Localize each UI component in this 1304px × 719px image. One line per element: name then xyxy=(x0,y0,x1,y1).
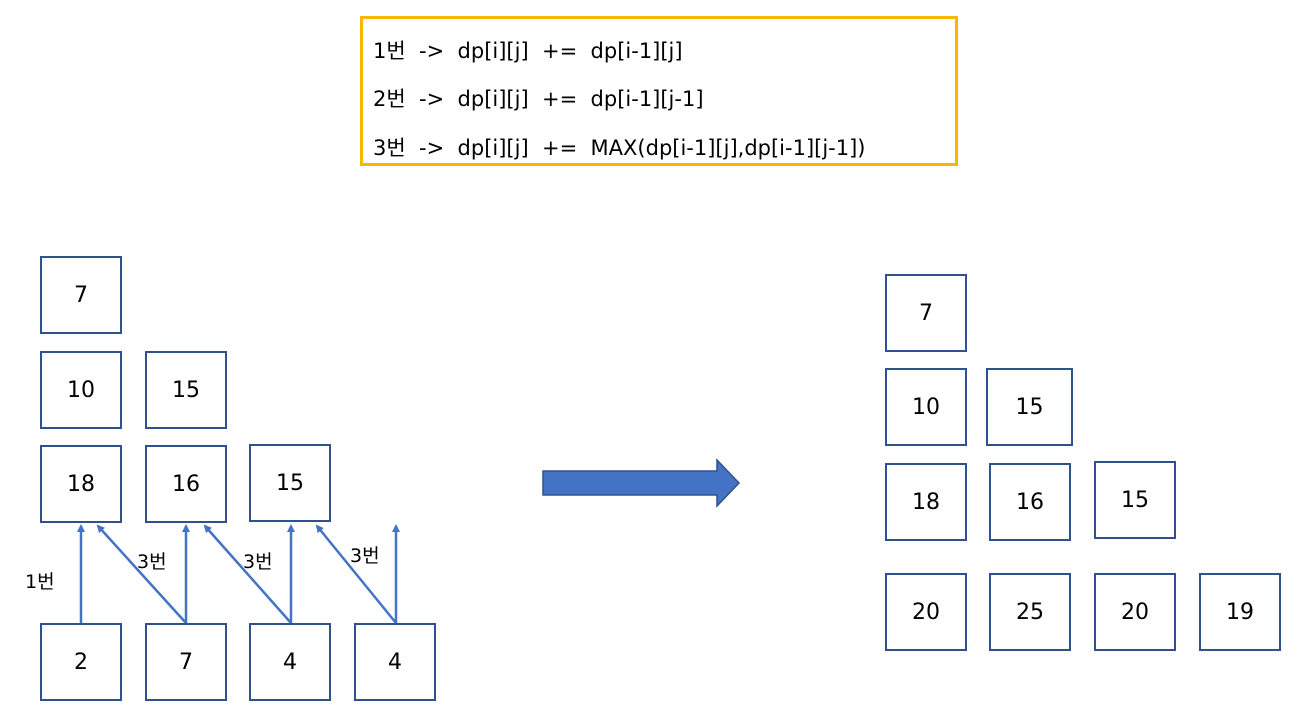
formula-line-1: 1번 -> dp[i][j] += dp[i-1][j] xyxy=(373,39,683,63)
formula-box: 1번 -> dp[i][j] += dp[i-1][j] 2번 -> dp[i]… xyxy=(360,16,958,166)
left-cell-r3-c2: 16 xyxy=(145,445,227,523)
right-cell-r4-c4: 19 xyxy=(1199,573,1281,651)
right-cell-r3-c2: 16 xyxy=(989,463,1071,541)
arrow-4-diag xyxy=(315,524,397,624)
right-cell-r2-c1: 10 xyxy=(885,368,967,446)
arrow-label-1: 1번 xyxy=(25,571,55,593)
left-cell-r1-c1: 7 xyxy=(40,256,122,334)
right-cell-r4-c1: 20 xyxy=(885,573,967,651)
arrow-3-diag xyxy=(203,524,292,624)
right-cell-r4-c3: 20 xyxy=(1094,573,1176,651)
arrow-2-diag xyxy=(96,524,187,624)
left-cell-r2-c1: 10 xyxy=(40,351,122,429)
left-cell-r4-c2: 7 xyxy=(145,623,227,701)
transition-arrow xyxy=(542,458,741,508)
arrow-label-3: 3번 xyxy=(243,551,273,573)
formula-line-3: 3번 -> dp[i][j] += MAX(dp[i-1][j],dp[i-1]… xyxy=(373,136,866,160)
left-cell-r3-c3: 15 xyxy=(249,444,331,522)
arrow-label-4: 3번 xyxy=(350,545,380,567)
left-cell-r4-c4: 4 xyxy=(354,623,436,701)
left-cell-r2-c2: 15 xyxy=(145,351,227,429)
left-cell-r4-c3: 4 xyxy=(249,623,331,701)
arrow-label-2: 3번 xyxy=(137,551,167,573)
left-cell-r4-c1: 2 xyxy=(40,623,122,701)
right-cell-r3-c3: 15 xyxy=(1094,461,1176,539)
right-cell-r1-c1: 7 xyxy=(885,274,967,352)
formula-line-2: 2번 -> dp[i][j] += dp[i-1][j-1] xyxy=(373,87,704,111)
right-cell-r2-c2: 15 xyxy=(986,368,1073,446)
right-cell-r3-c1: 18 xyxy=(885,463,967,541)
left-cell-r3-c1: 18 xyxy=(40,445,122,523)
right-cell-r4-c2: 25 xyxy=(989,573,1071,651)
